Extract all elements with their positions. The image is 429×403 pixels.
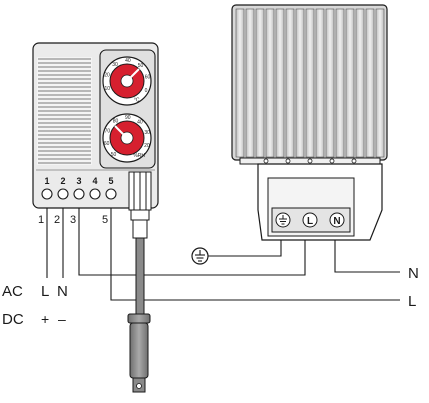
sensor-cable (127, 209, 151, 393)
n-line-label: N (408, 265, 419, 282)
terminal-number: 1 (44, 176, 49, 186)
ac-n-label: N (57, 283, 68, 300)
dial-scale-label: 40 (125, 58, 131, 64)
terminal-number: 2 (60, 176, 65, 186)
wire-number: 2 (54, 214, 60, 226)
dial-scale-label: 0 (145, 88, 148, 94)
terminal-symbol-l: L (307, 216, 313, 227)
dial-scale-label: °C (134, 98, 140, 104)
thermostat-terminals: 1 2 3 4 5 (41, 176, 117, 200)
dial-scale-label: 30 (112, 62, 118, 68)
terminal-screw[interactable] (41, 188, 53, 200)
dial-scale-label: 50 (138, 63, 144, 69)
dial-scale-label: 60 (145, 75, 151, 81)
dial-scale-label: 90 (125, 115, 131, 121)
dial-scale-label: 20 (104, 73, 110, 79)
heater-n-terminal[interactable]: N (329, 212, 345, 228)
dial-scale-label: 60 (104, 141, 110, 147)
dial-scale-label: 70 (105, 128, 111, 134)
terminal-screw[interactable] (105, 188, 117, 200)
earth-terminal[interactable] (275, 212, 291, 228)
dc-label: DC (2, 311, 24, 328)
thermostat-cable-gland (128, 171, 152, 211)
heater-fins (231, 4, 388, 161)
wire-number: 3 (70, 214, 76, 226)
wire-number: 1 (38, 214, 44, 226)
dial-scale-label: 20 (144, 143, 150, 149)
terminal-screw[interactable] (57, 188, 69, 200)
heater-terminals: L N (275, 212, 345, 228)
terminal-number: 3 (76, 176, 81, 186)
terminal-screw[interactable] (89, 188, 101, 200)
ground-icon (191, 247, 209, 265)
wire-labels: 1 2 3 5 (38, 214, 108, 226)
dial-scale-label: %RH (133, 153, 145, 159)
supply-labels: AC L N DC + – (2, 283, 68, 328)
terminal-symbol-n: N (333, 216, 340, 227)
heater-l-terminal[interactable]: L (302, 212, 318, 228)
dial-scale-label: 40 (137, 119, 143, 125)
vent-grille (37, 57, 92, 165)
terminal-number: 5 (108, 176, 113, 186)
dial-scale-label: 10 (105, 86, 111, 92)
dc-plus-label: + (41, 311, 49, 327)
ac-l-label: L (41, 283, 49, 300)
dial-scale-label: 30 (144, 130, 150, 136)
dial-scale-label: 50 (111, 152, 117, 158)
dc-minus-label: – (58, 311, 66, 327)
terminal-number: 4 (92, 176, 97, 186)
l-line-label: L (408, 293, 416, 310)
dial-scale-label: 80 (113, 119, 119, 125)
ac-label: AC (2, 283, 23, 300)
terminal-screw[interactable] (73, 188, 85, 200)
wire-number: 5 (102, 214, 108, 226)
heater-unit: L N (231, 4, 388, 241)
